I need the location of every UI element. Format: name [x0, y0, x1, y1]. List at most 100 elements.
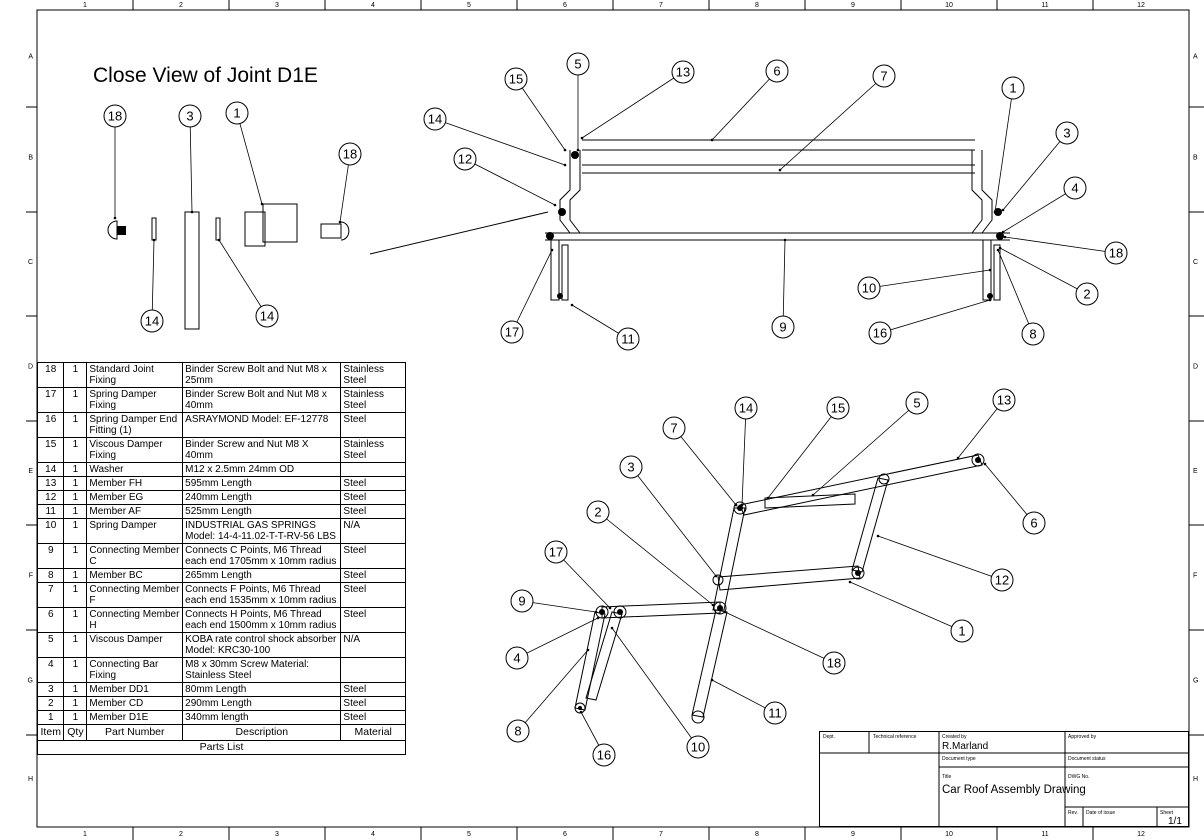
cell-item: 16: [36, 412, 65, 438]
cell-description: Binder Screw Bolt and Nut M8 x 40mm: [182, 387, 342, 413]
cell-item: 5: [36, 632, 65, 658]
balloon-number: 10: [691, 740, 705, 755]
zone-row-label: E: [28, 468, 33, 475]
zone-col-label: 11: [1041, 831, 1048, 838]
cell-qty: 1: [63, 682, 88, 697]
cell-part-number: Viscous Damper: [86, 632, 184, 658]
zone-col-label: 10: [945, 2, 953, 9]
zone-col-label: 3: [275, 2, 279, 9]
balloon-number: 14: [428, 112, 442, 127]
balloon-number: 4: [1071, 181, 1078, 196]
zone-row-label: E: [1193, 468, 1198, 475]
cell-qty: 1: [63, 504, 88, 519]
doc-type-label: Document type: [942, 756, 976, 762]
cell-material: Steel: [340, 476, 406, 491]
balloon-number: 17: [505, 325, 519, 340]
balloon-number: 3: [186, 109, 193, 124]
zone-col-label: 2: [179, 831, 183, 838]
balloon-number: 1: [958, 624, 965, 639]
balloon: [868, 321, 892, 345]
header-qty: Qty: [63, 724, 88, 741]
cell-material: Steel: [340, 710, 406, 725]
cell-material: Stainless Steel: [340, 437, 406, 463]
balloon: [178, 104, 202, 128]
cell-description: 240mm Length: [182, 490, 342, 505]
balloon: [1022, 511, 1046, 535]
cell-material: Stainless Steel: [340, 387, 406, 413]
cell-description: Binder Screw and Nut M8 X 40mm: [182, 437, 342, 463]
zone-col-label: 1: [83, 2, 87, 9]
cell-material: Steel: [340, 696, 406, 711]
dept-label: Dept.: [823, 734, 835, 740]
header-item: Item: [36, 724, 65, 741]
cell-part-number: Connecting Member C: [86, 543, 184, 569]
cell-item: 7: [36, 582, 65, 608]
cell-item: 17: [36, 387, 65, 413]
cell-part-number: Member FH: [86, 476, 184, 491]
cell-description: Binder Screw Bolt and Nut M8 x 25mm: [182, 362, 342, 388]
rev-label: Rev.: [1068, 810, 1078, 816]
zone-row-label: B: [28, 155, 33, 162]
cell-description: Connects H Points, M6 Thread each end 15…: [182, 607, 342, 633]
cell-item: 11: [36, 504, 65, 519]
balloon-number: 5: [574, 57, 581, 72]
cell-item: 3: [36, 682, 65, 697]
cell-item: 14: [36, 462, 65, 477]
cell-qty: 1: [63, 462, 88, 477]
cell-part-number: Connecting Bar Fixing: [86, 657, 184, 683]
cell-material: N/A: [340, 518, 406, 544]
zone-col-label: 2: [179, 2, 183, 9]
balloon: [140, 309, 164, 333]
balloon-number: 1: [233, 106, 240, 121]
balloon-number: 2: [1083, 287, 1090, 302]
zone-col-label: 12: [1137, 2, 1145, 9]
balloon: [1063, 176, 1087, 200]
cell-item: 1: [36, 710, 65, 725]
cell-part-number: Viscous Damper Fixing: [86, 437, 184, 463]
cell-description: INDUSTRIAL GAS SPRINGS Model: 14-4-11.02…: [182, 518, 342, 544]
balloon-number: 8: [514, 724, 521, 739]
balloon: [990, 568, 1014, 592]
balloon-number: 17: [549, 545, 563, 560]
cell-description: 80mm Length: [182, 682, 342, 697]
date-label: Date of issue: [1086, 810, 1116, 816]
balloon-number: 14: [145, 314, 159, 329]
cell-material: [340, 657, 406, 683]
balloon: [225, 101, 249, 125]
sheet-label: Sheet: [1160, 810, 1174, 816]
cell-material: Steel: [340, 504, 406, 519]
cell-item: 13: [36, 476, 65, 491]
balloon: [510, 589, 534, 613]
zone-row-label: D: [28, 364, 33, 371]
balloon: [586, 500, 610, 524]
balloon-number: 7: [880, 69, 887, 84]
created-by-label: Created by: [942, 734, 967, 740]
balloon-number: 8: [1029, 327, 1036, 342]
zone-row-label: C: [28, 259, 33, 266]
balloon: [905, 391, 929, 415]
cell-item: 12: [36, 490, 65, 505]
zone-col-label: 5: [467, 2, 471, 9]
balloon-number: 14: [739, 401, 753, 416]
balloon: [686, 735, 710, 759]
zone-row-label: H: [1193, 776, 1198, 783]
balloon: [544, 540, 568, 564]
balloon: [423, 107, 447, 131]
cell-description: ASRAYMOND Model: EF-12778: [182, 412, 342, 438]
balloon-number: 4: [513, 651, 520, 666]
cell-item: 15: [36, 437, 65, 463]
balloon: [822, 651, 846, 675]
balloon-number: 5: [913, 396, 920, 411]
cell-material: N/A: [340, 632, 406, 658]
zone-col-label: 11: [1041, 2, 1048, 9]
balloon: [1001, 76, 1025, 100]
balloon-number: 11: [768, 706, 782, 721]
cell-part-number: Member CD: [86, 696, 184, 711]
